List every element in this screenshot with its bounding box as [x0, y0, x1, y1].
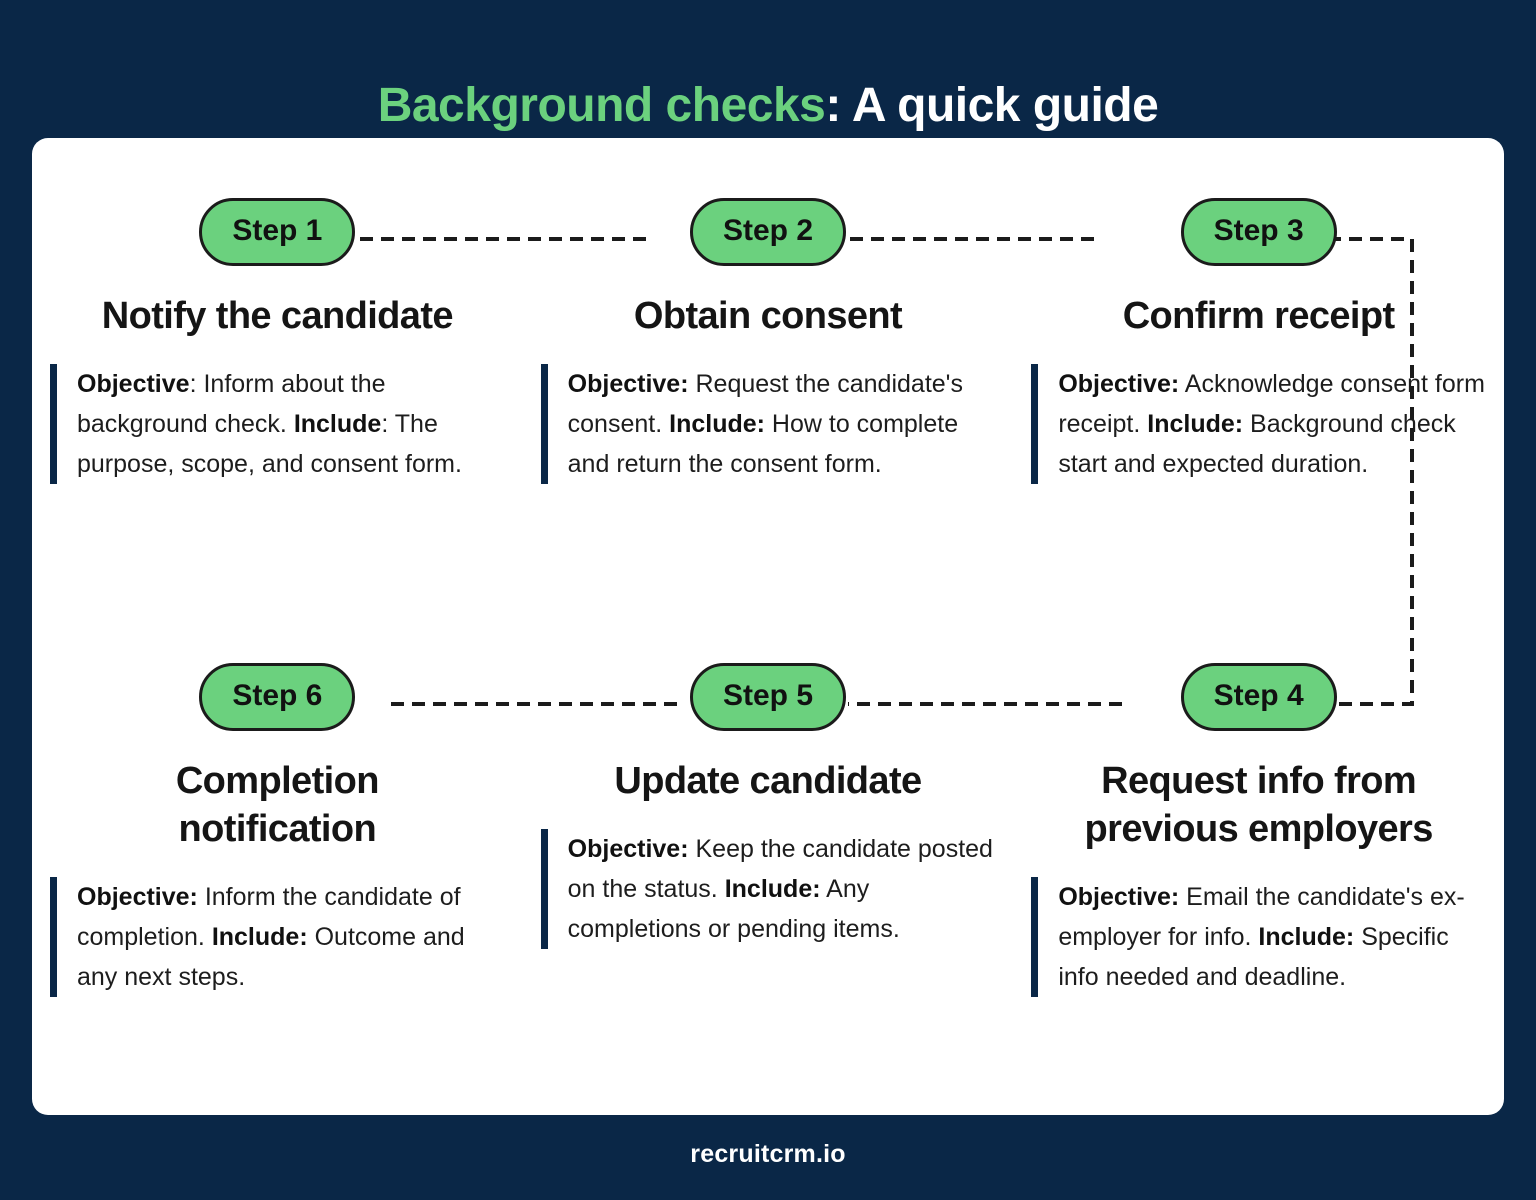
step-badge-2[interactable]: Step 2 — [689, 198, 846, 266]
content-card: Step 1 Notify the candidate Objective: I… — [32, 138, 1504, 1115]
include-label-1: Include — [293, 410, 382, 438]
objective-sep-6 — [198, 883, 205, 911]
step-card-4: Step 4 Request info from previous employ… — [1013, 663, 1504, 997]
step-badge-5[interactable]: Step 5 — [689, 663, 846, 731]
include-label-6: Include: — [211, 923, 308, 951]
include-sep-2 — [765, 410, 772, 438]
step-badge-3[interactable]: Step 3 — [1180, 198, 1337, 266]
include-label-2: Include: — [669, 410, 765, 438]
include-text-2: How to complete and return the consent f… — [567, 410, 959, 478]
include-text-1: The purpose, scope, and consent form. — [77, 410, 462, 478]
step-card-6: Step 6 Completion notification Objective… — [32, 663, 523, 997]
objective-text-1: Inform about the background check. — [77, 370, 386, 438]
step-card-5: Step 5 Update candidate Objective: Keep … — [523, 663, 1014, 997]
step-heading-5: Update candidate — [614, 760, 922, 802]
step-card-3: Step 3 Confirm receipt Objective: Acknow… — [1013, 198, 1504, 484]
step-detail-1: Objective: Inform about the background c… — [50, 364, 505, 484]
include-text-4: Specific info needed and deadline. — [1058, 923, 1449, 991]
step-badge-1[interactable]: Step 1 — [199, 198, 356, 266]
step-heading-2: Obtain consent — [633, 295, 903, 337]
step-detail-2: Objective: Request the candidate's conse… — [540, 364, 996, 484]
include-text-3: Background check start and expected dura… — [1058, 410, 1456, 478]
objective-text-4: Email the candidate's ex-employer for in… — [1058, 883, 1465, 951]
title-rest: : A quick guide — [825, 79, 1159, 133]
include-sep-3 — [1243, 410, 1250, 438]
objective-text-5: Keep the candidate posted on the status. — [567, 835, 993, 903]
step-badge-6[interactable]: Step 6 — [199, 663, 356, 731]
include-sep-6 — [308, 923, 315, 951]
objective-text-2: Request the candidate's consent. — [567, 370, 963, 438]
page-title: Background checks: A quick guide — [0, 72, 1536, 140]
include-label-4: Include: — [1258, 923, 1355, 951]
step-detail-5: Objective: Keep the candidate posted on … — [540, 829, 996, 949]
steps-row-top: Step 1 Notify the candidate Objective: I… — [32, 198, 1504, 484]
objective-label-1: Objective — [77, 370, 190, 398]
step-detail-4: Objective: Email the candidate's ex-empl… — [1031, 877, 1486, 997]
include-label-3: Include: — [1147, 410, 1244, 438]
include-text-5: Any completions or pending items. — [567, 875, 900, 943]
title-highlight: Background checks — [377, 79, 826, 133]
step-card-2: Step 2 Obtain consent Objective: Request… — [523, 198, 1014, 484]
include-sep-1: : — [381, 410, 395, 438]
objective-sep-1: : — [189, 370, 204, 398]
step-card-1: Step 1 Notify the candidate Objective: I… — [32, 198, 523, 484]
objective-text-3: Acknowledge consent form receipt. — [1058, 370, 1485, 438]
objective-text-6: Inform the candidate of completion. — [77, 883, 461, 951]
step-detail-3: Objective: Acknowledge consent form rece… — [1031, 364, 1486, 484]
step-heading-1: Notify the candidate — [101, 295, 454, 337]
objective-label-5: Objective: — [567, 835, 689, 863]
step-badge-4[interactable]: Step 4 — [1180, 663, 1337, 731]
footer-brand: recruitcrm.io — [690, 1140, 846, 1168]
step-detail-6: Objective: Inform the candidate of compl… — [50, 877, 505, 997]
include-text-6: Outcome and any next steps. — [77, 923, 465, 991]
steps-row-bottom: Step 6 Completion notification Objective… — [32, 663, 1504, 997]
objective-label-3: Objective: — [1058, 370, 1180, 398]
step-heading-6: Completion notification — [175, 760, 380, 850]
step-heading-3: Confirm receipt — [1122, 295, 1395, 337]
objective-label-6: Objective: — [77, 883, 198, 911]
include-label-5: Include: — [724, 875, 821, 903]
step-heading-4: Request info from previous employers — [1084, 760, 1434, 850]
objective-label-4: Objective: — [1058, 883, 1180, 911]
objective-label-2: Objective: — [567, 370, 689, 398]
